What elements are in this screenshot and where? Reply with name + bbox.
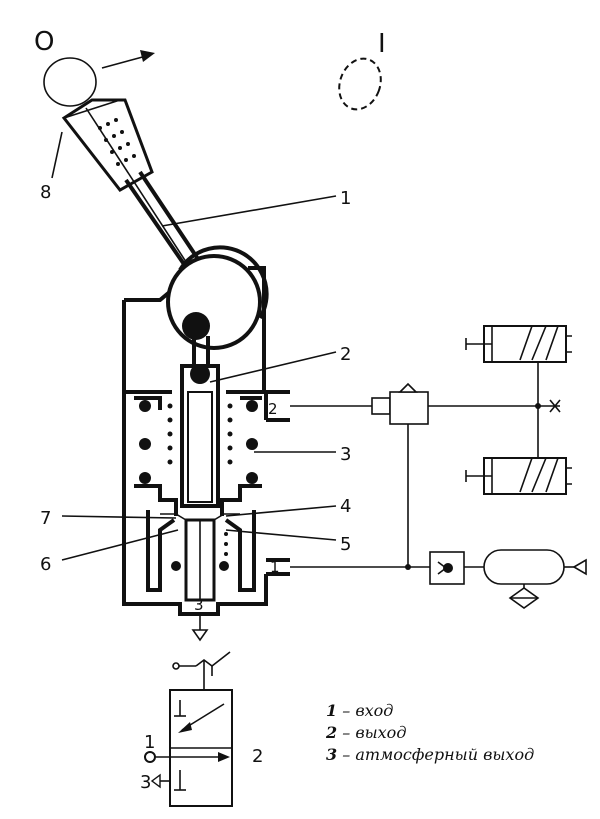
symbol-inlet-label: 1 [144,732,155,753]
cylinder-bottom [465,457,572,495]
callout-8: 8 [40,182,51,203]
plunger [180,364,220,508]
source-triangle-icon [572,558,587,576]
callout-5: 5 [340,534,351,555]
symbol-outlet-label: 2 [252,746,263,767]
exhaust-port: 3 [191,596,209,642]
lever [61,98,202,272]
legend-num: 2 [326,723,338,742]
callout-2: 2 [340,344,351,365]
legend-num: 1 [326,701,338,720]
cylinder-top [465,325,572,363]
shuttle-valve [371,382,429,425]
symbol-exhaust-label: 3 [140,772,151,793]
lever-knob [43,57,97,107]
legend-text: – вход [337,701,394,720]
inlet-port-label: 1 [270,558,280,576]
legend-item-outlet: 2 – выход [326,722,534,744]
callout-6: 6 [40,554,51,575]
callout-3: 3 [340,444,351,465]
legend: 1 – вход 2 – выход 3 – атмосферный выход [326,700,534,766]
legend-item-exhaust: 3 – атмосферный выход [326,744,534,766]
exhaust-triangle-icon [191,629,209,642]
direction-arrow-icon [101,50,155,69]
legend-num: 3 [326,745,338,764]
callout-1: 1 [340,188,351,209]
legend-text: – атмосферный выход [337,745,535,764]
air-receiver [483,549,587,609]
legend-text: – выход [337,723,407,742]
knob-position-on-outline [338,57,382,111]
valve-iso-symbol: 1 2 3 [140,651,263,807]
callout-7: 7 [40,508,51,529]
callout-4: 4 [340,496,351,517]
position-on-label: I [378,29,386,59]
valve-seat [134,484,262,602]
legend-item-inlet: 1 – вход [326,700,534,722]
exhaust-port-label: 3 [194,596,204,614]
callout-leaders [51,131,337,561]
check-valve [429,551,465,585]
outlet-port-label: 2 [268,400,278,418]
position-off-label: O [34,27,54,57]
cam [166,245,269,370]
main-springs [134,396,262,484]
